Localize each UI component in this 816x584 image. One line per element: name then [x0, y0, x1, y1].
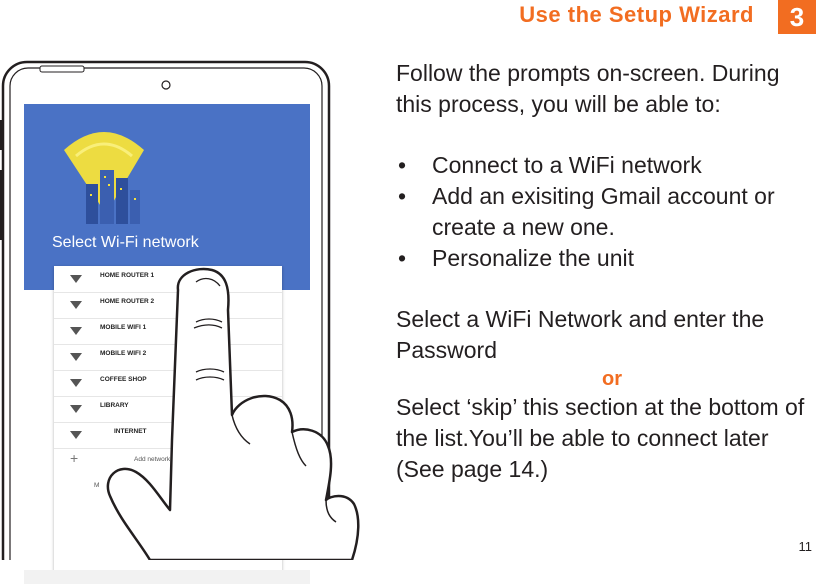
wifi-signal-icon [70, 431, 82, 439]
instructions: Follow the prompts on-screen. During thi… [396, 58, 808, 485]
wifi-setup-screen: Select Wi-Fi network HOME ROUTER 1 HOME … [24, 104, 310, 584]
network-name: HOME ROUTER 1 [100, 272, 155, 279]
or-separator: or [602, 368, 622, 390]
wifi-signal-icon [70, 275, 82, 283]
city-wifi-icon [64, 132, 144, 224]
step-number-badge: 3 [778, 0, 816, 34]
tablet-illustration: Select Wi-Fi network HOME ROUTER 1 HOME … [0, 60, 360, 584]
screen-title: Select Wi-Fi network [52, 234, 199, 251]
navigation-bar [24, 570, 310, 584]
page-number: 11 [798, 539, 813, 554]
option-two-text: Select ‘skip’ this section at the bottom… [396, 394, 805, 482]
page-heading: Use the Setup Wizard [519, 2, 754, 27]
wifi-signal-icon [70, 379, 82, 387]
network-name: INTERNET [114, 428, 147, 435]
add-network-item[interactable]: + Add network [54, 448, 282, 474]
wifi-signal-icon [70, 301, 82, 309]
network-name: MOBILE WIFI 1 [100, 324, 147, 331]
network-item[interactable]: INTERNET [54, 422, 282, 449]
more-item[interactable]: M [54, 474, 282, 500]
network-name: HOME ROUTER 2 [100, 298, 155, 305]
wifi-signal-icon [70, 327, 82, 335]
network-item[interactable]: MOBILE WIFI 1 [54, 318, 282, 345]
bullet-list: Connect to a WiFi network Add an exisiti… [396, 150, 808, 274]
network-name: LIBRARY [100, 402, 129, 409]
bullet-item: Connect to a WiFi network [396, 150, 808, 181]
plus-icon: + [70, 450, 79, 466]
network-name: COFFEE SHOP [100, 376, 147, 383]
pointing-hand-icon [106, 267, 360, 560]
network-item[interactable]: LIBRARY [54, 396, 282, 423]
screen-header: Select Wi-Fi network [24, 104, 310, 290]
network-item[interactable]: MOBILE WIFI 2 [54, 344, 282, 371]
network-item[interactable]: COFFEE SHOP [54, 370, 282, 397]
wifi-signal-icon [70, 353, 82, 361]
option-one-text: Select a WiFi Network and enter the Pass… [396, 306, 765, 363]
network-name: MOBILE WIFI 2 [100, 350, 147, 357]
network-item[interactable]: HOME ROUTER 2 [54, 292, 282, 319]
bullet-item: Add an exisiting Gmail account or create… [396, 181, 808, 243]
add-network-label: Add network [134, 456, 171, 463]
network-item[interactable]: HOME ROUTER 1 [54, 266, 282, 293]
bullet-item: Personalize the unit [396, 243, 808, 274]
wifi-signal-icon [70, 405, 82, 413]
more-label: M [94, 482, 100, 489]
intro-paragraph: Follow the prompts on-screen. During thi… [396, 60, 780, 117]
